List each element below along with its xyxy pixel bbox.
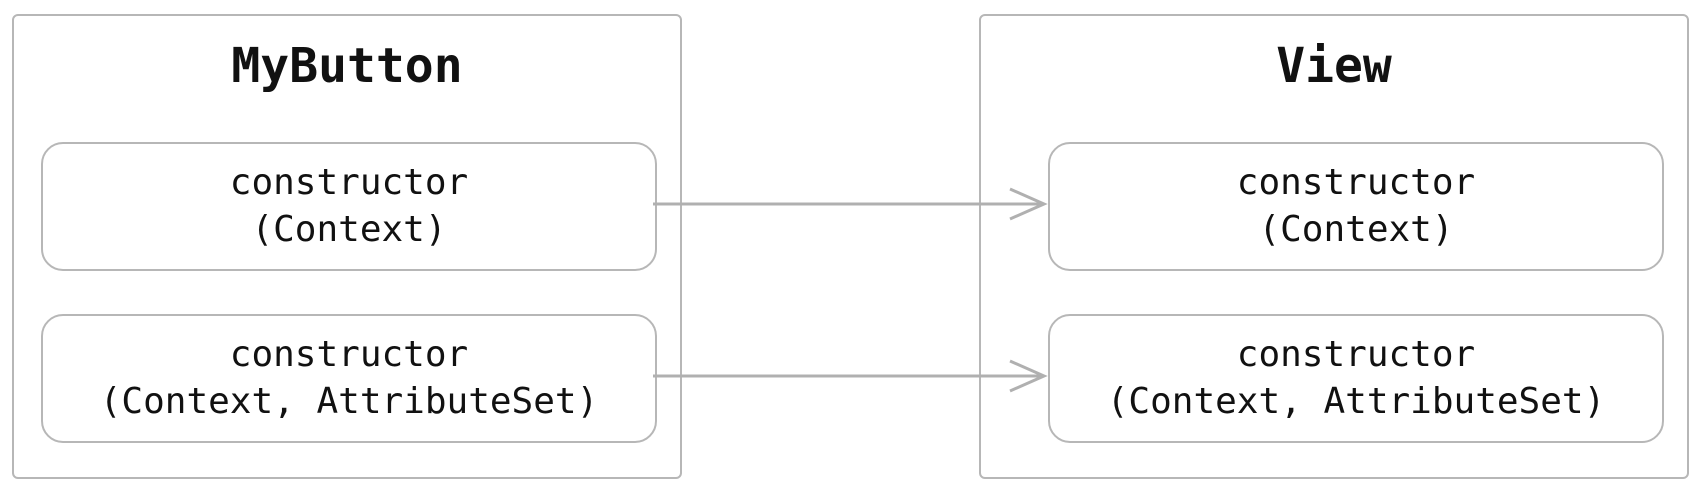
view-class-box: View constructor (Context) constructor (… <box>979 14 1689 479</box>
method-name: constructor <box>1236 333 1476 375</box>
mybutton-class-box: MyButton constructor (Context) construct… <box>12 14 682 479</box>
method-params: (Context) <box>251 208 447 250</box>
method-params: (Context, AttributeSet) <box>1106 380 1606 422</box>
view-title: View <box>1276 38 1392 94</box>
view-constructor-context-attributeset: constructor (Context, AttributeSet) <box>1048 314 1664 443</box>
view-constructor-context: constructor (Context) <box>1048 142 1664 271</box>
method-params: (Context, AttributeSet) <box>99 380 599 422</box>
mybutton-constructor-context-attributeset: constructor (Context, AttributeSet) <box>41 314 657 443</box>
mybutton-title: MyButton <box>231 38 463 94</box>
method-name: constructor <box>229 333 469 375</box>
method-params: (Context) <box>1258 208 1454 250</box>
method-name: constructor <box>1236 161 1476 203</box>
mybutton-constructor-context: constructor (Context) <box>41 142 657 271</box>
method-name: constructor <box>229 161 469 203</box>
